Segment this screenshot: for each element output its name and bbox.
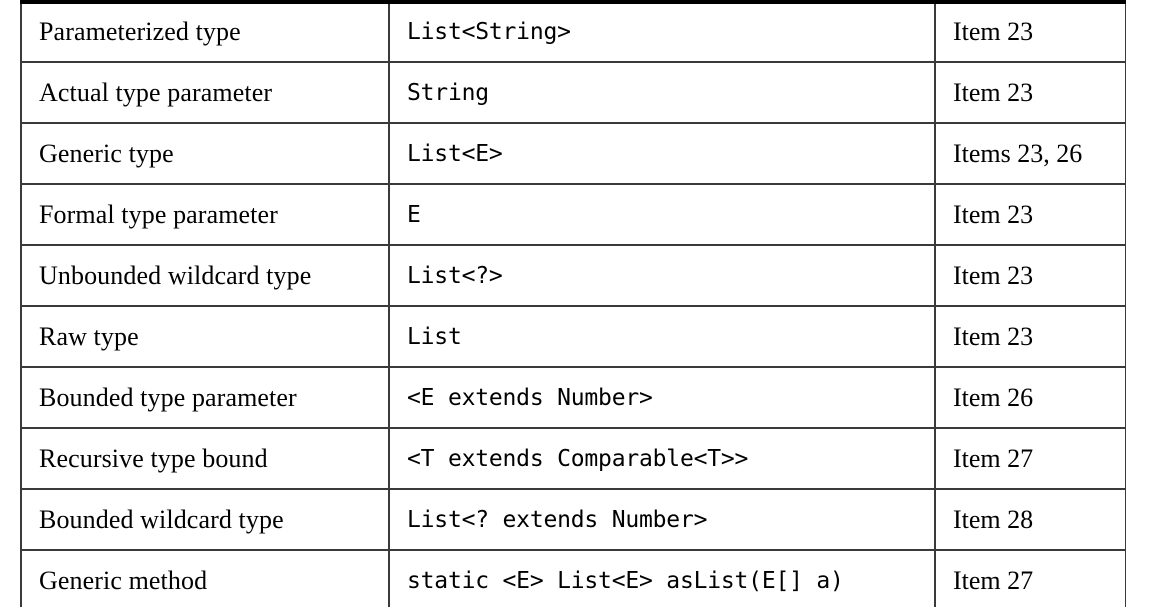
cell-term: Parameterized type [20,1,390,63]
cell-term: Raw type [20,305,390,368]
cell-term: Recursive type bound [20,427,390,490]
cell-term: Generic method [20,549,390,607]
table-row: Recursive type bound<T extends Comparabl… [20,427,1126,490]
cell-code-example: E [388,183,936,246]
cell-term: Bounded type parameter [20,366,390,429]
cell-code-example: List<?> [388,244,936,307]
cell-term: Generic type [20,122,390,185]
cell-code-example: <T extends Comparable<T>> [388,427,936,490]
cell-code-example: static <E> List<E> asList(E[] a) [388,549,936,607]
cell-code-example: List<? extends Number> [388,488,936,551]
cell-reference: Item 28 [934,488,1126,551]
cell-term: Unbounded wildcard type [20,244,390,307]
cell-code-example: List<E> [388,122,936,185]
cell-reference: Item 26 [934,366,1126,429]
cell-code-example: List [388,305,936,368]
cell-code-example: List<String> [388,1,936,63]
cell-term: Actual type parameter [20,61,390,124]
cell-reference: Item 27 [934,549,1126,607]
cell-reference: Items 23, 26 [934,122,1126,185]
cell-reference: Item 27 [934,427,1126,490]
cell-code-example: String [388,61,936,124]
cell-term: Bounded wildcard type [20,488,390,551]
table-row: Bounded type parameter<E extends Number>… [20,366,1126,429]
cell-reference: Item 23 [934,1,1126,63]
cell-reference: Item 23 [934,244,1126,307]
cell-reference: Item 23 [934,61,1126,124]
cell-code-example: <E extends Number> [388,366,936,429]
cell-term: Formal type parameter [20,183,390,246]
cell-reference: Item 23 [934,183,1126,246]
cell-reference: Item 23 [934,305,1126,368]
